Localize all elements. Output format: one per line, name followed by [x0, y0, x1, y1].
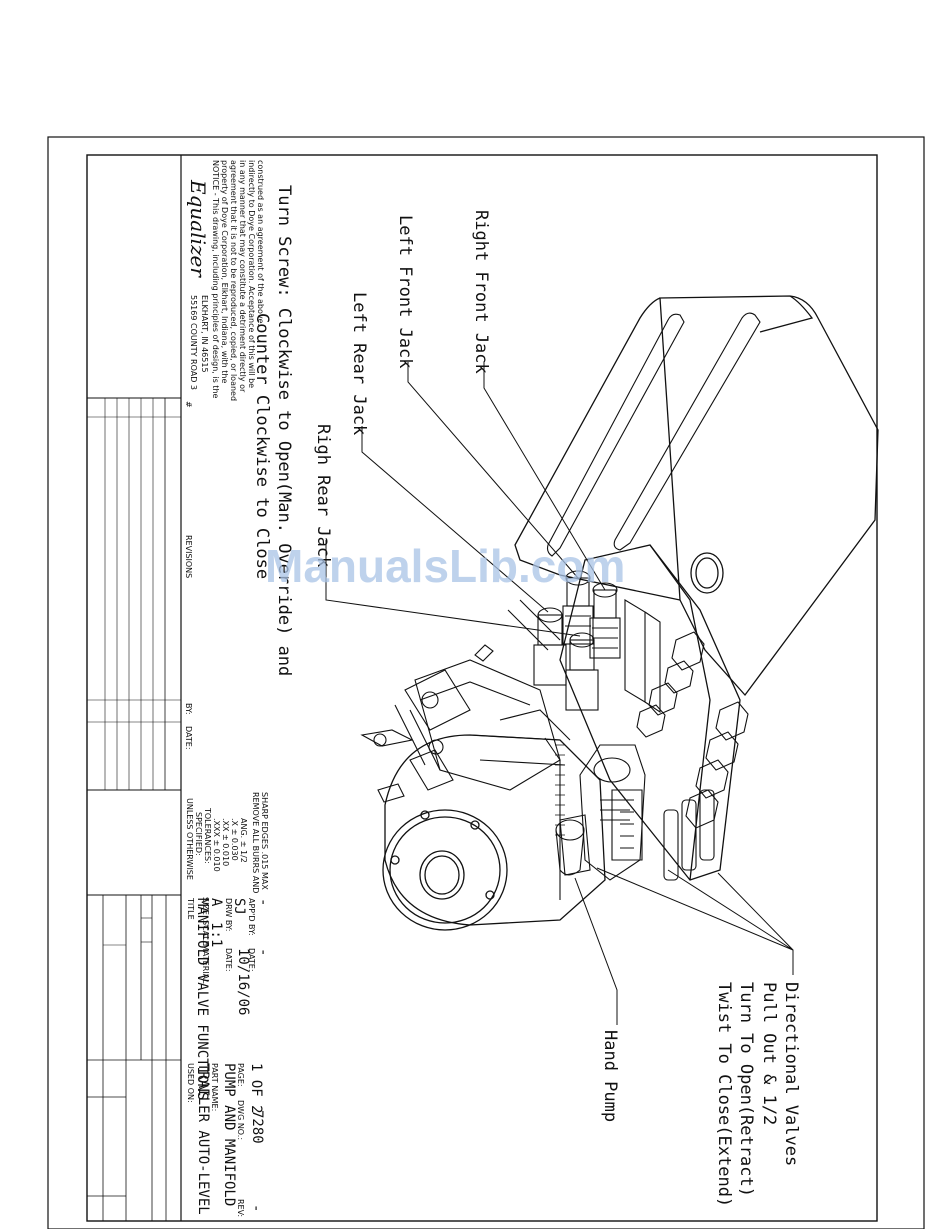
date-value: 10/16/06: [235, 948, 251, 1015]
appd-date-label: DATE:: [247, 948, 256, 972]
leader-left-front-jack: [407, 362, 579, 579]
label-right-front-jack: Right Front Jack: [471, 210, 491, 374]
page-value: 1 OF 2: [248, 1063, 264, 1114]
callout-labels: Right Front Jack Left Front Jack Left Re…: [252, 185, 801, 1207]
notice-line: agreement that it is not to be reproduce…: [229, 160, 238, 401]
company-logo: Equalizer: [186, 179, 210, 278]
manifold-block: [559, 544, 749, 881]
tolerance-line: SPECIFIED:: [194, 812, 203, 856]
material-label: MATERIAL: [201, 944, 210, 984]
notice-line: indirectly to Doye Corporation. Acceptan…: [247, 160, 256, 388]
drawing-frame: [86, 154, 878, 1222]
label-turn-screw-line-2: Counter Clockwise to Close: [252, 313, 272, 579]
company-address-2: ELKHART, IN 46515: [200, 295, 209, 373]
solenoid-bracket: [360, 644, 561, 803]
size-value: A: [208, 898, 224, 907]
used-on-label: USED ON:: [186, 1063, 195, 1103]
rev-label: REV:: [236, 1199, 245, 1217]
leader-directional-valves: [596, 867, 794, 975]
watermark: ManualsLib.com: [265, 540, 625, 592]
label-directional-valves-3: Turn To Open(Retract): [736, 982, 756, 1197]
label-directional-valves-2: Pull Out & 1/2: [759, 982, 779, 1125]
revisions-number-header: #: [184, 401, 193, 408]
dwg-no-value: 7280: [249, 1110, 265, 1144]
scale-value: 1:1: [208, 922, 224, 947]
leader-right-rear-jack: [325, 540, 581, 637]
rev-value: -: [248, 1204, 264, 1212]
label-hand-pump: Hand Pump: [600, 1030, 620, 1122]
tolerance-line: UNLESS OTHERWISE: [185, 798, 194, 880]
leader-hand-pump: [574, 877, 618, 1025]
label-directional-valves-4: Twist To Close(Extend): [714, 982, 734, 1207]
tolerance-line: ANG. ± 1/2: [239, 818, 248, 863]
tolerance-line: .XXX ± 0.010: [212, 818, 221, 872]
label-left-rear-jack: Left Rear Jack: [349, 292, 369, 435]
part-name-value: PUMP AND MANIFOLD: [221, 1063, 237, 1206]
notice-line: construed as an agreement of the above.: [256, 160, 265, 326]
outer-border: [47, 136, 925, 1229]
title-value: MANIFOLD VALVE FUNCTIONS: [194, 898, 210, 1100]
label-right-rear-jack: Righ Rear Jack: [313, 424, 333, 567]
hand-pump: [555, 744, 646, 881]
label-left-front-jack: Left Front Jack: [395, 215, 415, 369]
appd-by-label: APP'D BY:: [247, 898, 256, 936]
tolerance-line: REMOVE ALL BURRS AND: [251, 792, 260, 893]
leader-left-rear-jack: [361, 426, 549, 613]
reservoir-tank: [514, 295, 879, 697]
appd-date-value: -: [255, 948, 271, 956]
label-directional-valves-1: Directional Valves: [781, 982, 801, 1166]
notice-line: NOTICE - This drawing, including princip…: [211, 160, 220, 399]
page-label: PAGE:: [236, 1063, 245, 1087]
title-block: Equalizer 55169 COUNTY ROAD 3 ELKHART, I…: [87, 155, 271, 1221]
revisions-by-header: BY:: [184, 703, 193, 715]
date-label: DATE:: [224, 948, 233, 972]
tolerance-line: TOLERANCES:: [203, 807, 212, 864]
tolerance-line: SHARP EDGES .015 MAX: [260, 792, 269, 890]
drawn-by-label: DRW BY:: [224, 898, 233, 931]
tolerance-line: .XX ± 0.010: [221, 818, 230, 866]
scale-label: SCALE: [201, 920, 210, 946]
revisions-date-header: DATE:: [184, 726, 193, 750]
revisions-title: REVISIONS: [184, 535, 193, 578]
appd-by-value: -: [255, 898, 271, 906]
pump-manifold-drawing: [360, 295, 879, 931]
title-label: TITLE: [186, 897, 195, 920]
label-turn-screw-line-1: Turn Screw: Clockwise to Open(Man. Overr…: [274, 185, 294, 676]
jack-valve-cartridges: [507, 570, 661, 714]
size-label: SIZE: [201, 897, 210, 915]
drawn-by-value: SJ: [231, 898, 247, 915]
notice-line: property of Doye Corporation, Elkhart, I…: [220, 160, 229, 383]
notice-line: in any manner that may constitute a detr…: [238, 160, 247, 393]
dwg-no-label: DWG NO.:: [236, 1100, 245, 1140]
tolerance-line: .X ± 0.030: [230, 818, 239, 861]
used-on-value: TRAILER AUTO-LEVEL: [195, 1063, 211, 1215]
part-name-label: PART NAME:: [210, 1063, 219, 1111]
company-address-1: 55169 COUNTY ROAD 3: [189, 295, 198, 390]
electric-motor: [382, 709, 606, 931]
leader-right-front-jack: [483, 362, 606, 591]
leader-lines: [325, 362, 794, 1025]
